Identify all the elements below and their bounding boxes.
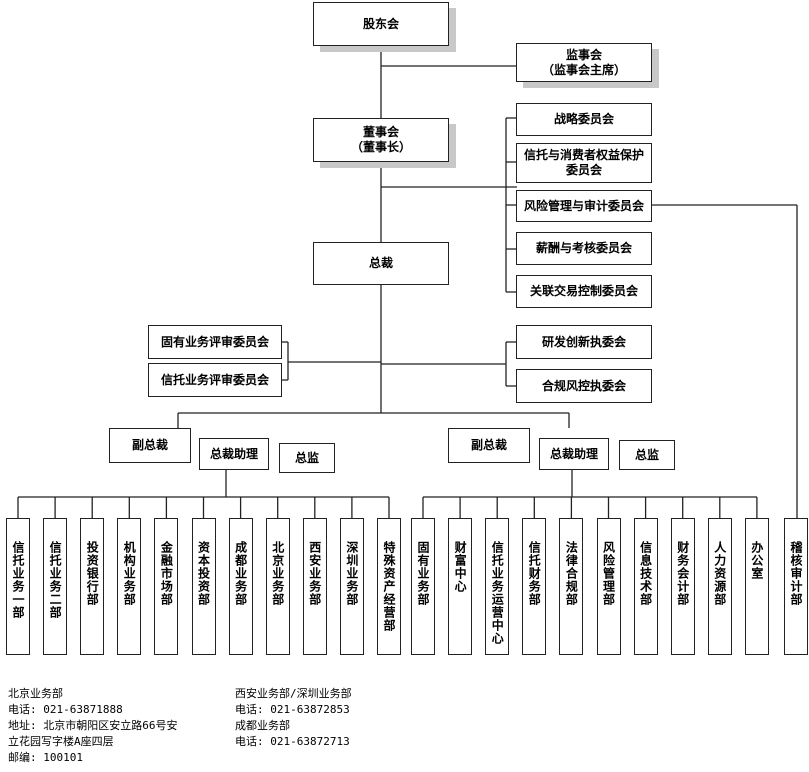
- department-box-right-3: 信托财务部: [522, 518, 547, 655]
- exec-committee-label: 合规风控执委会: [541, 378, 626, 393]
- department-box-left-1: 信托业务二部: [43, 518, 68, 655]
- right-vice-president-box: 副总裁: [448, 428, 530, 463]
- department-label: 信托业务二部: [48, 541, 63, 619]
- board-of-directors-label: 董事会 （董事长）: [350, 125, 411, 154]
- audit-department-box: 稽核审计部: [784, 518, 808, 655]
- committee-label: 战略委员会: [553, 112, 614, 126]
- strategy-committee-box: 战略委员会: [516, 103, 652, 136]
- department-box-right-9: 办公室: [744, 518, 769, 655]
- department-box-left-7: 北京业务部: [265, 518, 290, 655]
- committee-label: 薪酬与考核委员会: [535, 241, 632, 255]
- department-label: 西安业务部: [307, 541, 322, 606]
- department-box-left-2: 投资银行部: [80, 518, 105, 655]
- department-label: 信托财务部: [527, 541, 542, 606]
- department-box-right-0: 固有业务部: [411, 518, 435, 655]
- department-label: 信托业务一部: [11, 541, 25, 619]
- department-box-left-0: 信托业务一部: [6, 518, 30, 655]
- department-box-right-8: 人力资源部: [707, 518, 732, 655]
- department-label: 深圳业务部: [344, 541, 359, 606]
- department-label: 成都业务部: [233, 541, 248, 606]
- audit-department-label: 稽核审计部: [789, 541, 803, 606]
- review-committee-label: 信托业务评审委员会: [160, 372, 269, 387]
- department-label: 风险管理部: [601, 541, 616, 606]
- department-label: 资本投资部: [196, 541, 211, 606]
- department-box-left-6: 成都业务部: [228, 518, 253, 655]
- proprietary-review-committee-box: 固有业务评审委员会: [148, 325, 282, 359]
- rd-innovation-exec-committee-box: 研发创新执委会: [516, 325, 652, 359]
- department-box-left-5: 资本投资部: [191, 518, 216, 655]
- committee-label: 关联交易控制委员会: [529, 284, 638, 298]
- shareholders-meeting-box: 股东会: [313, 2, 449, 46]
- department-box-left-8: 西安业务部: [302, 518, 327, 655]
- department-label: 固有业务部: [416, 541, 430, 606]
- risk-audit-committee-box: 风险管理与审计委员会: [516, 190, 652, 222]
- department-label: 金融市场部: [159, 541, 174, 606]
- exec-committee-label: 研发创新执委会: [541, 334, 626, 349]
- board-of-directors-box: 董事会 （董事长）: [313, 118, 449, 162]
- compliance-risk-exec-committee-box: 合规风控执委会: [516, 369, 652, 403]
- president-box: 总裁: [313, 242, 449, 285]
- department-box-right-6: 信息技术部: [633, 518, 658, 655]
- right-president-assistant-box: 总裁助理: [539, 438, 609, 470]
- department-label: 人力资源部: [712, 541, 727, 606]
- trust-consumer-protection-committee-box: 信托与消费者权益保护 委员会: [516, 143, 652, 183]
- director-label: 总监: [294, 450, 319, 465]
- department-label: 机构业务部: [122, 541, 137, 606]
- department-box-right-4: 法律合规部: [559, 518, 584, 655]
- department-box-right-2: 信托业务运营中心: [485, 518, 510, 655]
- department-label: 北京业务部: [270, 541, 285, 606]
- president-assistant-label: 总裁助理: [549, 446, 598, 461]
- department-box-left-9: 深圳业务部: [339, 518, 364, 655]
- department-label: 信托业务运营中心: [490, 541, 505, 645]
- president-label: 总裁: [368, 256, 393, 270]
- contacts-left: 北京业务部 电话: 021-63871888 地址: 北京市朝阳区安立路66号安…: [8, 687, 178, 764]
- department-box-left-4: 金融市场部: [154, 518, 179, 655]
- department-label: 投资银行部: [85, 541, 100, 606]
- department-label: 信息技术部: [638, 541, 653, 606]
- committee-label: 信托与消费者权益保护 委员会: [523, 148, 644, 177]
- department-label: 办公室: [749, 541, 764, 580]
- trust-review-committee-box: 信托业务评审委员会: [148, 363, 282, 397]
- left-director-box: 总监: [279, 443, 335, 473]
- board-of-supervisors-box: 监事会 （监事会主席）: [516, 43, 652, 82]
- vice-president-label: 副总裁: [131, 438, 168, 452]
- compensation-committee-box: 薪酬与考核委员会: [516, 232, 652, 265]
- director-label: 总监: [634, 447, 659, 462]
- department-label: 财务会计部: [675, 541, 690, 606]
- department-label: 法律合规部: [564, 541, 579, 606]
- contacts-right: 西安业务部/深圳业务部 电话: 021-63872853 成都业务部 电话: 0…: [235, 687, 352, 748]
- shareholders-meeting-label: 股东会: [362, 16, 399, 31]
- department-box-left-3: 机构业务部: [117, 518, 142, 655]
- related-transaction-committee-box: 关联交易控制委员会: [516, 275, 652, 308]
- left-president-assistant-box: 总裁助理: [199, 438, 269, 470]
- department-label: 特殊资产经营部: [382, 541, 396, 632]
- right-director-box: 总监: [619, 440, 675, 470]
- left-vice-president-box: 副总裁: [109, 428, 191, 463]
- president-assistant-label: 总裁助理: [209, 446, 258, 461]
- department-box-right-7: 财务会计部: [670, 518, 695, 655]
- department-box-right-1: 财富中心: [448, 518, 473, 655]
- department-box-left-10: 特殊资产经营部: [377, 518, 401, 655]
- vice-president-label: 副总裁: [470, 438, 507, 452]
- committee-label: 风险管理与审计委员会: [523, 198, 644, 213]
- board-of-supervisors-label: 监事会 （监事会主席）: [541, 47, 626, 77]
- department-box-right-5: 风险管理部: [596, 518, 621, 655]
- review-committee-label: 固有业务评审委员会: [160, 334, 269, 349]
- department-label: 财富中心: [453, 541, 468, 593]
